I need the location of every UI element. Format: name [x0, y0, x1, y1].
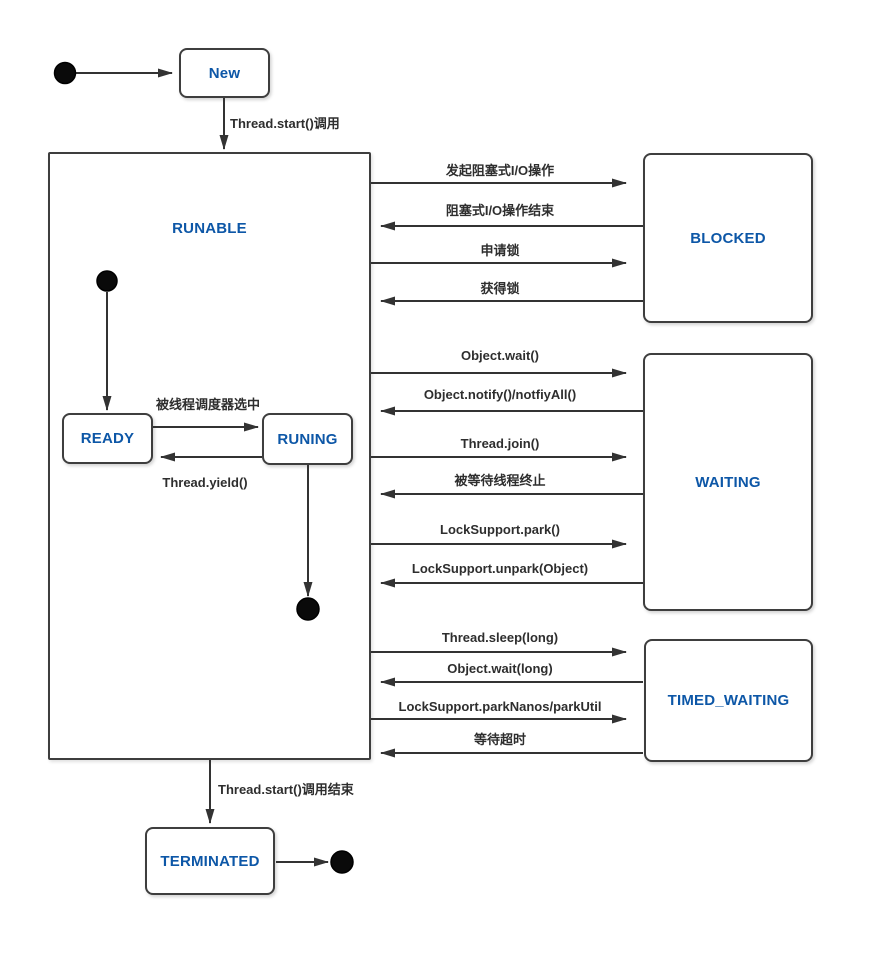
state-terminated: TERMINATED	[145, 827, 275, 895]
transition-label-object-wait: Object.wait()	[460, 348, 539, 363]
state-blocked-label: BLOCKED	[690, 229, 766, 247]
transition-label-thread-yield: Thread.yield()	[162, 475, 248, 490]
transition-label-locksupport-park: LockSupport.park()	[440, 522, 560, 537]
transition-label-waited-thread-terminated: 被等待线程终止	[454, 473, 546, 488]
initial-state-dot	[53, 61, 77, 85]
transition-label-object-notify: Object.notify()/notfiyAll()	[423, 387, 577, 402]
state-timed-waiting-label: TIMED_WAITING	[667, 692, 790, 709]
transition-label-io-end: 阻塞式I/O操作结束	[445, 203, 555, 218]
state-waiting: WAITING	[643, 353, 813, 611]
state-ready-label: READY	[80, 430, 135, 447]
transition-label-io-start: 发起阻塞式I/O操作	[445, 163, 555, 178]
transition-label-lock-acquired: 获得锁	[480, 281, 520, 296]
state-new-label: New	[208, 64, 241, 82]
state-runable-label: RUNABLE	[172, 220, 247, 237]
transition-label-object-wait-long: Object.wait(long)	[447, 661, 553, 676]
state-runing: RUNING	[262, 413, 353, 465]
state-runing-label: RUNING	[277, 430, 338, 448]
transition-label-thread-start: Thread.start()调用	[230, 116, 340, 131]
state-timed-waiting: TIMED_WAITING	[644, 639, 813, 762]
state-new: New	[179, 48, 270, 98]
state-blocked: BLOCKED	[643, 153, 813, 323]
transition-label-thread-start-end: Thread.start()调用结束	[218, 782, 354, 797]
state-ready: READY	[62, 413, 153, 464]
final-state-dot	[330, 850, 354, 874]
transition-label-thread-join: Thread.join()	[460, 436, 540, 451]
transition-label-thread-sleep: Thread.sleep(long)	[441, 630, 559, 645]
state-terminated-label: TERMINATED	[160, 852, 260, 870]
state-runable-region	[48, 152, 371, 760]
transition-label-locksupport-parknanos: LockSupport.parkNanos/parkUtil	[398, 699, 602, 714]
transition-label-wait-timeout: 等待超时	[473, 732, 526, 747]
transition-label-request-lock: 申请锁	[480, 243, 520, 258]
state-waiting-label: WAITING	[695, 473, 761, 491]
transition-label-scheduler-selected: 被线程调度器选中	[155, 397, 260, 412]
transition-label-locksupport-unpark: LockSupport.unpark(Object)	[411, 561, 589, 576]
